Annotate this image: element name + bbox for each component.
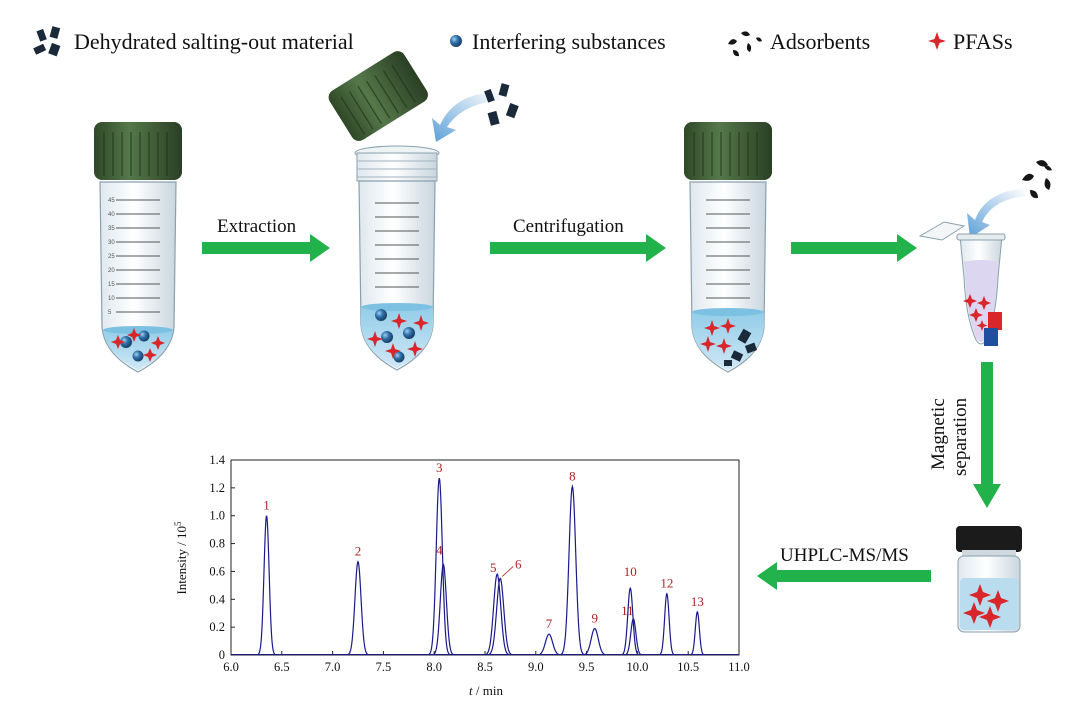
tube-contents — [367, 309, 429, 363]
x-tick-label: 11.0 — [728, 660, 749, 674]
y-axis-title: Intensity / 105 — [173, 521, 189, 595]
arrow-uhplc — [757, 562, 931, 590]
scale-label: 20 — [108, 268, 115, 274]
legend-label-salt: Dehydrated salting-out material — [74, 29, 354, 54]
x-axis-title: t / min — [469, 683, 503, 698]
x-tick-label: 10.0 — [626, 660, 648, 674]
arrow-adsorption — [791, 234, 917, 262]
y-tick-label: 0.8 — [209, 537, 225, 551]
y-tick-label: 0.2 — [209, 620, 225, 634]
x-tick-label: 8.5 — [477, 660, 493, 674]
arrow-centrifugation — [490, 234, 666, 262]
adsorbent-particles-icon — [1022, 160, 1052, 199]
x-tick-label: 7.0 — [325, 660, 341, 674]
scale-label: 40 — [108, 212, 115, 218]
y-tick-label: 1.0 — [209, 509, 225, 523]
legend: Dehydrated salting-out material Interfer… — [33, 26, 1013, 57]
peak-label-6: 6 — [515, 556, 522, 571]
x-tick-label: 7.5 — [376, 660, 392, 674]
tube-cap — [684, 122, 772, 180]
tube-contents — [111, 328, 165, 362]
peak-label-4: 4 — [436, 542, 443, 557]
tube-liquid — [103, 327, 173, 370]
chromatogram-traces — [231, 477, 739, 655]
magnet-icon — [984, 312, 1002, 346]
centrifuge-tube-open — [354, 145, 440, 371]
label-extraction: Extraction — [217, 216, 297, 237]
centrifuge-tube-closed: 45 40 35 30 25 20 15 10 5 — [94, 122, 182, 373]
red-star-icon — [928, 32, 946, 50]
label-uhplc: UHPLC-MS/MS — [780, 545, 909, 566]
peak-label-11: 11 — [621, 603, 634, 618]
scale-label: 15 — [108, 282, 115, 288]
legend-label-adsorbents: Adsorbents — [770, 29, 870, 54]
peak-label-3: 3 — [436, 460, 443, 475]
x-tick-label: 10.5 — [677, 660, 699, 674]
scale-label: 25 — [108, 254, 115, 260]
arrow-magnetic-separation — [973, 362, 1001, 508]
peak-label-12: 12 — [660, 576, 673, 591]
microcentrifuge-tube — [918, 221, 1006, 346]
adsorbent-particles-icon — [728, 31, 762, 57]
peak-label-7: 7 — [546, 616, 553, 631]
peak-leader-line — [501, 566, 514, 577]
scale-label: 5 — [108, 310, 112, 316]
x-tick-label: 8.0 — [426, 660, 442, 674]
y-tick-label: 1.2 — [209, 481, 225, 495]
open-cap — [328, 51, 428, 141]
scale-label: 30 — [108, 240, 115, 246]
scale-label: 35 — [108, 226, 115, 232]
scale-label: 45 — [108, 198, 115, 204]
blue-sphere-icon — [450, 35, 462, 47]
peak-label-2: 2 — [355, 544, 362, 559]
x-tick-label: 9.0 — [528, 660, 544, 674]
legend-label-interfering: Interfering substances — [472, 29, 666, 54]
scale-label: 10 — [108, 296, 115, 302]
salt-blocks-icon — [33, 26, 61, 57]
peak-label-1: 1 — [263, 498, 270, 513]
sample-vial — [956, 526, 1022, 633]
legend-label-pfas: PFASs — [953, 29, 1013, 54]
plot-frame — [230, 459, 740, 656]
peak-label-13: 13 — [691, 594, 704, 609]
pour-arrow-salt — [432, 92, 500, 142]
salt-blocks-icon — [484, 83, 519, 126]
x-tick-label: 6.0 — [223, 660, 239, 674]
tube-cap — [94, 122, 182, 180]
label-centrifugation: Centrifugation — [513, 216, 624, 237]
label-magnetic: Magnetic — [928, 398, 949, 470]
peak-label-8: 8 — [569, 468, 576, 483]
peak-label-5: 5 — [490, 560, 497, 575]
y-tick-label: 0.6 — [209, 564, 225, 578]
x-tick-label: 9.5 — [579, 660, 595, 674]
pour-arrow-adsorbent — [967, 188, 1025, 238]
centrifuge-tube-centrifuged — [684, 122, 772, 373]
peak-label-9: 9 — [591, 611, 598, 626]
x-tick-label: 6.5 — [274, 660, 290, 674]
tube-contents — [700, 318, 758, 366]
y-tick-label: 0 — [219, 648, 225, 662]
y-tick-label: 1.4 — [209, 453, 225, 467]
y-tick-label: 0.4 — [209, 592, 225, 606]
tube-liquid — [692, 309, 764, 370]
peak-label-10: 10 — [624, 564, 637, 579]
label-separation: separation — [950, 397, 971, 476]
arrow-extraction — [202, 234, 330, 262]
